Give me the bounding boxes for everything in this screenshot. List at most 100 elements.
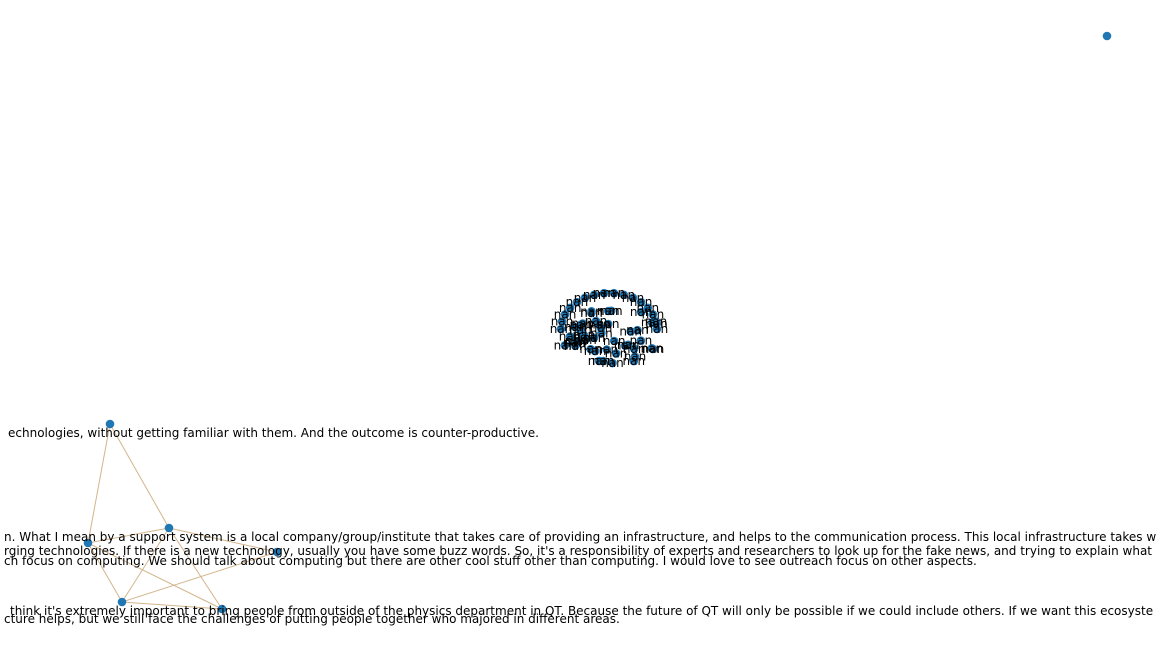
cluster-node	[599, 288, 609, 298]
cluster-node	[603, 319, 613, 329]
nan-node-cluster: nannannannannannannannannannannannannann…	[550, 286, 669, 370]
cluster-node-label: nan	[641, 316, 664, 330]
cluster-node	[589, 290, 599, 300]
cluster-node-label: nan	[622, 291, 645, 305]
cluster-node	[602, 345, 612, 354]
label-layer: echnologies, without getting familiar wi…	[4, 426, 1156, 626]
graph-edge	[168, 527, 223, 610]
cluster-node	[648, 310, 658, 319]
cluster-node-label: nan	[623, 354, 646, 368]
cluster-node	[643, 303, 653, 313]
cluster-node	[576, 325, 585, 335]
cluster-node-label: nan	[646, 322, 669, 336]
cluster-node-label: nan	[590, 321, 613, 335]
cluster-node	[647, 318, 657, 328]
cluster-node-label: nan	[574, 333, 597, 347]
cluster-node	[598, 356, 608, 366]
cluster-node	[590, 346, 600, 356]
cluster-node	[587, 307, 596, 316]
cluster-node	[571, 336, 581, 346]
cluster-node-label: nan	[597, 304, 620, 318]
cluster-node-label: nan	[559, 301, 582, 315]
cluster-node-label: nan	[596, 343, 619, 357]
cluster-node-label: nan	[603, 334, 626, 348]
cluster-node-label: nan	[626, 323, 649, 337]
cluster-node-label: nan	[601, 356, 624, 370]
cluster-node	[572, 297, 582, 307]
cluster-node-label: nan	[593, 286, 616, 300]
cluster-node-label: nan	[574, 291, 597, 305]
cluster-node	[609, 336, 619, 346]
node-text-label: cture helps, but we still face the chall…	[4, 612, 620, 626]
cluster-node	[619, 290, 629, 300]
cluster-node-label: nan	[630, 334, 653, 348]
cluster-node	[580, 293, 590, 303]
node-layer	[83, 31, 1112, 614]
cluster-node	[629, 344, 639, 354]
graph-node	[272, 547, 282, 557]
cluster-node	[557, 317, 567, 326]
cluster-node	[611, 349, 621, 358]
cluster-node-label: nan	[588, 318, 611, 332]
cluster-node-label: nan	[564, 336, 587, 350]
cluster-node-label: nan	[605, 346, 628, 360]
cluster-node-label: nan	[584, 344, 607, 358]
cluster-node-label: nan	[645, 317, 668, 331]
graph-edge	[87, 542, 123, 603]
node-text-label: n. What I mean by a support system is a …	[4, 530, 1156, 544]
graph-node	[164, 523, 174, 533]
cluster-node	[560, 310, 570, 319]
cluster-node-label: nan	[614, 339, 637, 353]
cluster-node	[636, 297, 646, 307]
graph-node	[217, 604, 227, 614]
graph-edge	[109, 423, 170, 529]
cluster-node-label: nan	[565, 334, 588, 348]
cluster-node	[597, 329, 606, 338]
node-text-label: rging technologies. If there is a new te…	[4, 544, 1152, 558]
cluster-node-label: nan	[588, 354, 611, 368]
cluster-node	[628, 293, 638, 303]
cluster-node-label: nan	[566, 295, 589, 309]
cluster-node-label: nan	[630, 295, 653, 309]
cluster-node	[556, 324, 566, 334]
cluster-node-label: nan	[570, 318, 593, 332]
node-text-label: think it's extremely important to bring …	[10, 604, 1153, 618]
edge-layer	[87, 423, 278, 610]
node-text-label: echnologies, without getting familiar wi…	[8, 426, 539, 440]
cluster-node	[626, 327, 635, 336]
graph-node	[117, 597, 127, 607]
cluster-node	[636, 307, 646, 317]
cluster-node-label: nan	[641, 341, 664, 355]
cluster-node	[560, 341, 570, 350]
cluster-node-label: nan	[613, 288, 636, 302]
cluster-node-label: nan	[642, 307, 665, 321]
cluster-node-label: nan	[617, 338, 640, 352]
cluster-node-label: nan	[583, 331, 606, 345]
cluster-node-label: nan	[579, 342, 602, 356]
cluster-node-label: nan	[559, 329, 582, 343]
cluster-node-label: nan	[564, 320, 587, 334]
node-text-label: ch focus on computing. We should talk ab…	[4, 554, 977, 568]
cluster-node-label: nan	[554, 338, 577, 352]
cluster-node-label: nan	[637, 301, 660, 315]
graph-edge	[87, 542, 223, 610]
cluster-node-label: nan	[585, 314, 608, 328]
graph-edge	[87, 423, 111, 544]
cluster-node-label: nan	[590, 326, 613, 340]
cluster-node-label: nan	[580, 306, 603, 320]
cluster-node	[591, 316, 601, 326]
graph-edge	[87, 527, 170, 544]
cluster-node-label: nan	[603, 286, 626, 300]
cluster-node-label: nan	[630, 305, 653, 319]
cluster-node-label: nan	[619, 324, 642, 338]
graph-node	[105, 419, 115, 429]
cluster-node	[630, 352, 640, 362]
cluster-node	[620, 341, 630, 351]
cluster-node-label: nan	[645, 315, 668, 329]
cluster-node-label: nan	[569, 323, 592, 337]
cluster-node-label: nan	[551, 315, 574, 329]
cluster-node-label: nan	[592, 354, 615, 368]
cluster-node	[565, 303, 575, 313]
cluster-node-label: nan	[597, 317, 620, 331]
